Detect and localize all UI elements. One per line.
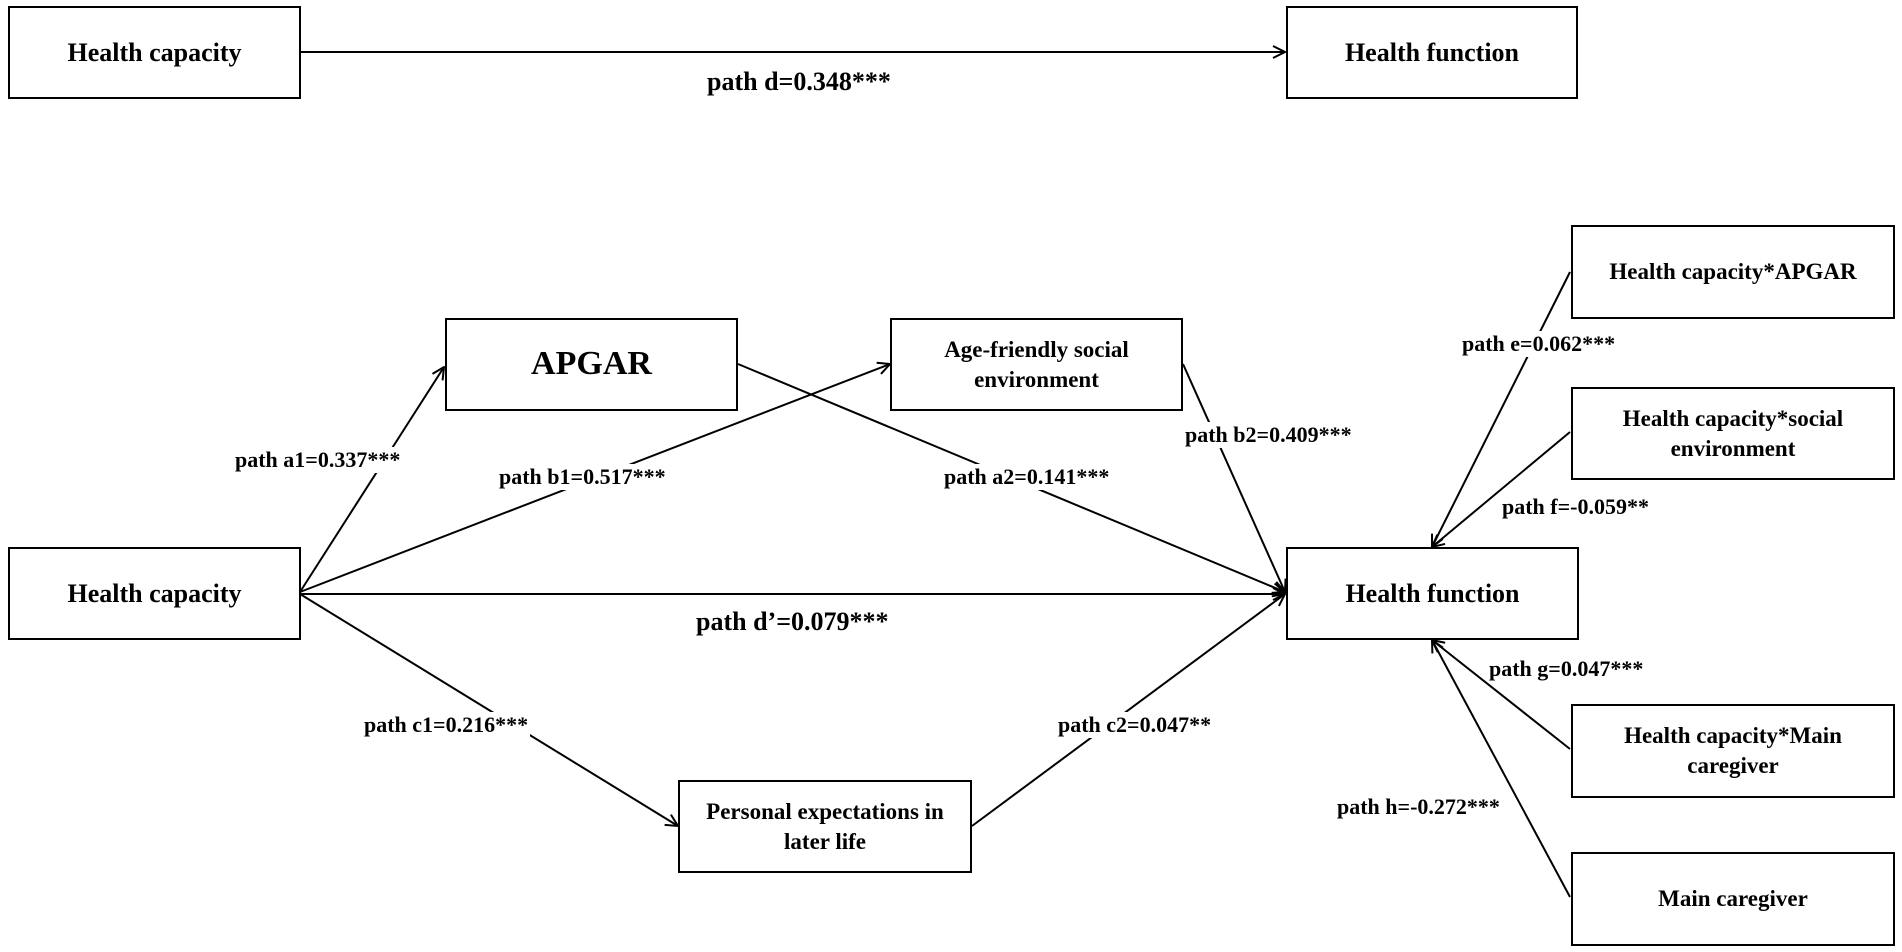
health-function-box: Health function <box>1286 547 1579 640</box>
label-path-d: path d=0.348*** <box>705 67 893 97</box>
label-path-f: path f=-0.059** <box>1500 494 1651 520</box>
label-path-b1: path b1=0.517*** <box>497 464 668 490</box>
label-path-b2: path b2=0.409*** <box>1183 422 1354 448</box>
health-function-label: Health function <box>1345 578 1520 608</box>
mod-caregiver-box: Health capacity*Main caregiver <box>1571 704 1895 798</box>
personal-expectations-box: Personal expectations in later life <box>678 780 972 873</box>
main-caregiver-label: Main caregiver <box>1658 886 1808 912</box>
label-path-a2: path a2=0.141*** <box>942 464 1112 490</box>
arrow-path-a1 <box>299 367 444 593</box>
apgar-box: APGAR <box>445 318 738 411</box>
label-path-g: path g=0.047*** <box>1487 656 1646 682</box>
top-health-function-label: Health function <box>1344 37 1520 67</box>
arrow-path-e <box>1432 271 1571 547</box>
arrow-path-h <box>1432 640 1571 898</box>
top-health-capacity-label: Health capacity <box>67 37 242 67</box>
mod-social-box: Health capacity*social environment <box>1571 387 1895 480</box>
top-health-function-box: Health function <box>1286 6 1578 99</box>
age-friendly-box: Age-friendly social environment <box>890 318 1183 411</box>
label-path-c2: path c2=0.047** <box>1056 712 1214 738</box>
personal-expectations-label: Personal expectations in later life <box>706 798 944 854</box>
age-friendly-label: Age-friendly social environment <box>944 336 1129 392</box>
mod-caregiver-label: Health capacity*Main caregiver <box>1624 723 1842 778</box>
label-path-h: path h=-0.272*** <box>1335 794 1502 820</box>
top-health-capacity-box: Health capacity <box>8 6 301 99</box>
arrow-path-c1 <box>299 593 678 826</box>
label-path-d-prime: path d’=0.079*** <box>694 607 891 637</box>
health-capacity-box: Health capacity <box>8 547 301 640</box>
arrow-path-b2 <box>1182 363 1285 592</box>
mod-apgar-box: Health capacity*APGAR <box>1571 225 1895 319</box>
health-capacity-label: Health capacity <box>67 578 242 608</box>
label-path-c1: path c1=0.216*** <box>362 712 531 738</box>
apgar-label: APGAR <box>531 345 652 383</box>
label-path-e: path e=0.062*** <box>1460 331 1618 357</box>
mod-apgar-label: Health capacity*APGAR <box>1609 259 1857 285</box>
label-path-a1: path a1=0.337*** <box>233 447 403 473</box>
main-caregiver-box: Main caregiver <box>1571 852 1895 946</box>
mod-social-label: Health capacity*social environment <box>1622 405 1844 461</box>
arrow-path-f <box>1432 431 1571 547</box>
arrow-path-g <box>1432 640 1571 750</box>
arrow-path-c2 <box>971 594 1285 827</box>
